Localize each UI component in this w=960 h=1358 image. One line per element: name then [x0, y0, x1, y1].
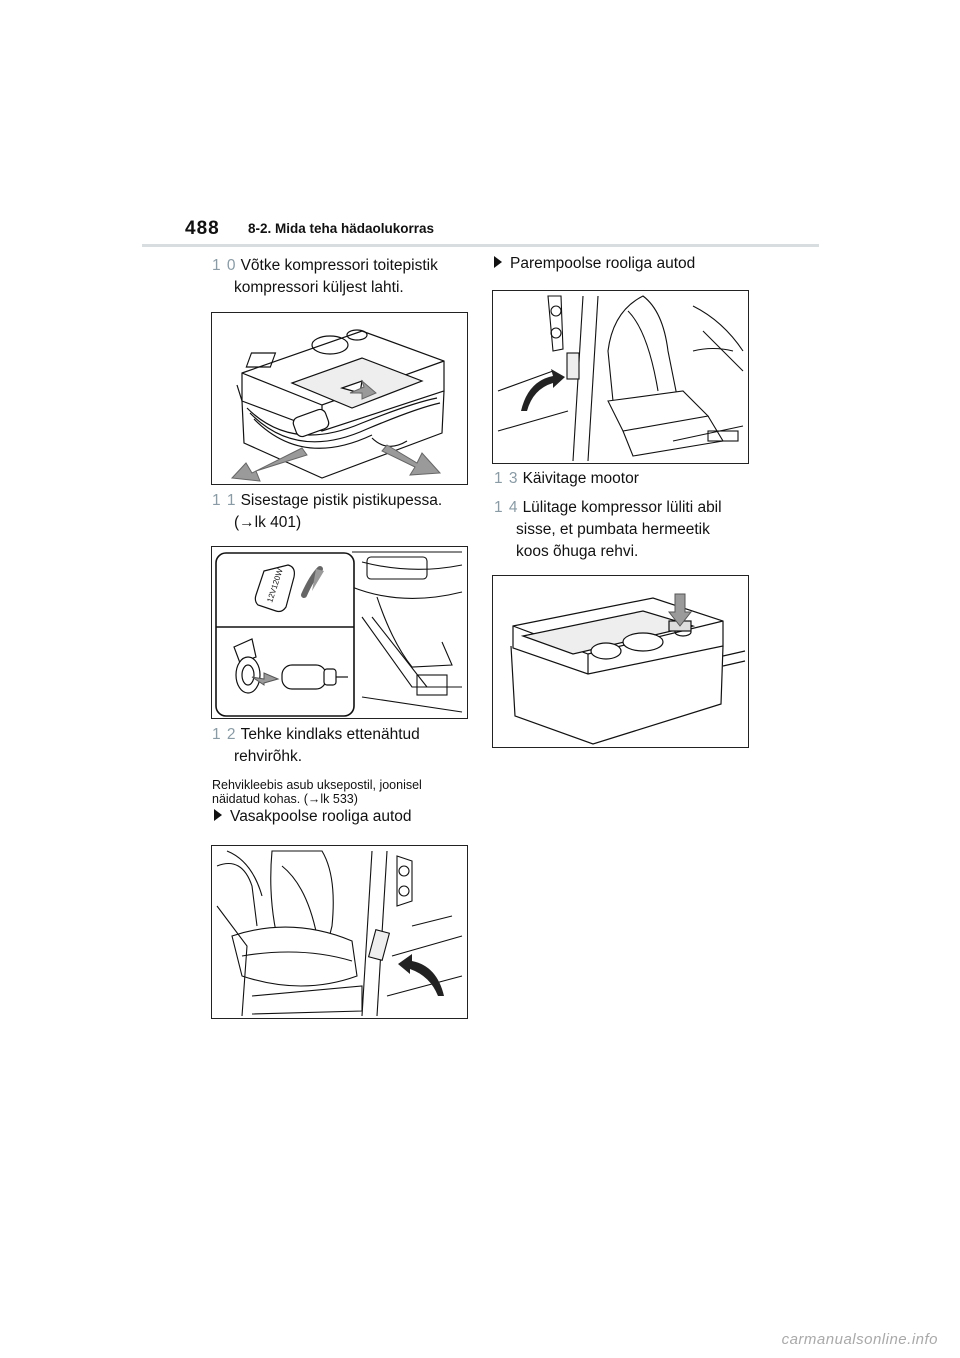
lhd-door-pillar-illustration — [211, 845, 468, 1019]
note-line: Rehvikleebis asub uksepostil, joonisel — [212, 778, 422, 792]
step-number: 1 1 — [212, 492, 237, 509]
step-text: Sisestage pistik pistikupessa. — [240, 492, 443, 509]
section-title: 8-2. Mida teha hädaolukorras — [248, 221, 435, 236]
compressor-switch-illustration — [492, 575, 749, 748]
step-text-cont: koos õhuga rehvi. — [516, 543, 639, 560]
rhd-label: Parempoolse rooliga autod — [510, 255, 696, 272]
power-socket-illustration: 12V120W — [211, 546, 468, 719]
step-text: Võtke kompressori toitepistik — [240, 257, 438, 274]
step-text: Tehke kindlaks ettenähtud — [240, 726, 420, 743]
page-number: 488 — [185, 218, 220, 239]
step-number: 1 2 — [212, 726, 237, 743]
step-text-cont: (→lk 401) — [234, 514, 302, 531]
step-text-cont: rehvirõhk. — [234, 748, 303, 765]
step-number: 1 0 — [212, 257, 237, 274]
step-text-cont: kompressori küljest lahti. — [234, 279, 404, 296]
rhd-door-pillar-illustration — [492, 290, 749, 464]
tire-label-note: Rehvikleebis asub uksepostil, joonisel n… — [212, 778, 422, 806]
step-number: 1 4 — [494, 499, 519, 516]
header-divider — [142, 244, 819, 247]
note-line: näidatud kohas. (→lk 533) — [212, 792, 358, 806]
step-number: 1 3 — [494, 470, 519, 487]
step-text: Käivitage mootor — [522, 470, 639, 487]
triangle-bullet-icon — [494, 256, 502, 268]
compressor-unplug-illustration — [211, 312, 468, 485]
step-text: Lülitage kompressor lüliti abil — [522, 499, 722, 516]
lhd-heading: Vasakpoolse rooliga autod — [214, 808, 412, 826]
triangle-bullet-icon — [214, 809, 222, 821]
lhd-label: Vasakpoolse rooliga autod — [230, 808, 412, 825]
step-text-cont: sisse, et pumbata hermeetik — [516, 521, 710, 538]
rhd-heading: Parempoolse rooliga autod — [494, 255, 695, 273]
watermark: carmanualsonline.info — [781, 1331, 938, 1348]
